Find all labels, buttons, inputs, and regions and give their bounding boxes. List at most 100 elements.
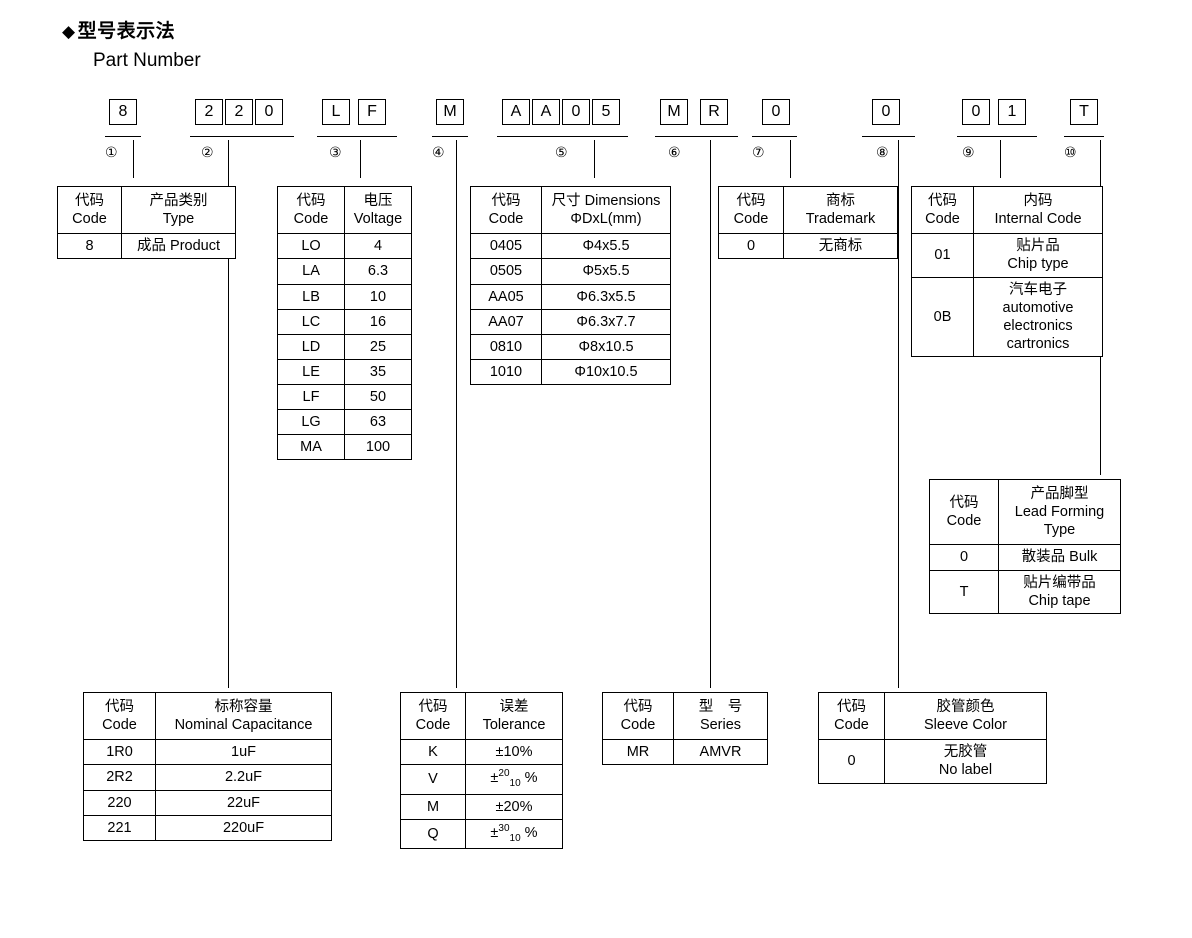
header-code-cell: 代码 Code: [83, 691, 156, 741]
tolerance-upper: 30: [498, 822, 510, 834]
cell-value: 汽车电子 automotive electronics cartronics: [973, 276, 1103, 357]
table-header-row: 代码 Code 内码 Internal Code: [911, 185, 1103, 235]
header-name-cn: 产品脚型: [1030, 486, 1089, 502]
group-index-3: ③: [329, 144, 342, 160]
code-box: L: [322, 99, 350, 125]
cell-code: LG: [277, 409, 345, 436]
code-box: 8: [109, 99, 137, 125]
cell-code: V: [400, 764, 466, 795]
page-title-cn: 型号表示法: [77, 21, 176, 42]
table-row: 0 无商标: [718, 233, 898, 260]
table-internal-code: 代码 Code 内码 Internal Code 01 贴片品 Chip typ…: [911, 185, 1103, 357]
code-box: 2: [225, 99, 253, 125]
tolerance-upper: 20: [498, 768, 510, 780]
header-code-en: Code: [733, 211, 769, 228]
leader-line-2: [228, 140, 229, 688]
header-name-cn: 内码: [1023, 193, 1053, 209]
group-underline: [862, 136, 915, 137]
leader-line-7: [790, 140, 791, 178]
header-code-cell: 代码 Code: [911, 185, 974, 235]
cell-value: Φ4x5.5: [541, 233, 671, 260]
group-index-4: ④: [432, 144, 445, 160]
code-box: 2: [195, 99, 223, 125]
header-code-cn: 代码: [837, 699, 866, 715]
cell-line-2: Chip tape: [1028, 592, 1091, 609]
cell-code: 0: [818, 739, 885, 784]
group-underline: [105, 136, 141, 137]
code-box: M: [436, 99, 464, 125]
cell-code: 0505: [470, 258, 542, 285]
cell-code: LE: [277, 358, 345, 386]
header-code-en: Code: [293, 211, 329, 228]
group-index-7: ⑦: [752, 144, 765, 160]
header-name-cn: 误差: [499, 699, 529, 715]
header-name-en: Sleeve Color: [923, 717, 1007, 734]
header-name-cell: 商标 Trademark: [783, 185, 898, 235]
group-underline: [190, 136, 294, 137]
cell-value: Φ6.3x5.5: [541, 283, 671, 310]
header-code-en: Code: [102, 717, 137, 734]
cell-line-1: 贴片编带品: [1023, 574, 1096, 591]
header-name-en: Internal Code: [994, 211, 1082, 228]
code-box: F: [358, 99, 386, 125]
code-box: M: [660, 99, 688, 125]
header-name-en: Trademark: [805, 211, 876, 228]
code-box: A: [532, 99, 560, 125]
cell-value: 50: [344, 383, 412, 411]
header-name-cn: 电压: [363, 193, 393, 209]
cell-value: 1uF: [155, 739, 332, 766]
cell-line-2: automotive: [1002, 299, 1074, 316]
header-name-en: Voltage: [353, 211, 403, 228]
header-code-en: Code: [946, 513, 982, 530]
table-row: Q ±3010 %: [400, 818, 563, 849]
cell-code: T: [929, 569, 999, 614]
header-code-en: Code: [620, 717, 656, 734]
table-row: 01 贴片品 Chip type: [911, 233, 1103, 278]
header-name-en: Series: [699, 717, 742, 734]
cell-value: 35: [344, 358, 412, 386]
header-name-cell: 型 号 Series: [673, 691, 768, 741]
code-box: R: [700, 99, 728, 125]
header-code-en: Code: [415, 717, 451, 734]
code-box: 0: [962, 99, 990, 125]
header-name-cell: 胶管颜色 Sleeve Color: [884, 691, 1047, 741]
header-code-cell: 代码 Code: [818, 691, 885, 741]
cell-code: 01: [911, 233, 974, 278]
cell-value: 10: [344, 283, 412, 310]
group-underline: [752, 136, 797, 137]
table-header-row: 代码 Code 胶管颜色 Sleeve Color: [818, 691, 1047, 741]
code-box: 0: [255, 99, 283, 125]
header-name-cn: 商标: [826, 193, 855, 209]
header-code-cn: 代码: [491, 193, 521, 209]
header-code-cn: 代码: [928, 193, 957, 209]
group-index-1: ①: [105, 144, 118, 160]
table-row: K ±10%: [400, 739, 563, 766]
header-name-cn: 尺寸 Dimensions: [551, 193, 661, 209]
header-name-en: Nominal Capacitance: [174, 717, 313, 734]
code-box: 0: [872, 99, 900, 125]
leader-line-9: [1000, 140, 1001, 178]
cell-value: 22uF: [155, 789, 332, 816]
cell-code: 2R2: [83, 764, 156, 791]
group-index-5: ⑤: [555, 144, 568, 160]
cell-line-3: electronics: [1003, 317, 1073, 334]
cell-value: Φ10x10.5: [541, 358, 671, 386]
group-index-10: ⑩: [1064, 144, 1077, 160]
code-box: A: [502, 99, 530, 125]
group-underline: [317, 136, 397, 137]
cell-value-ranged: ±3010 %: [465, 818, 563, 849]
cell-value: ±10%: [465, 739, 563, 766]
cell-value: 2.2uF: [155, 764, 332, 791]
header-name-cell: 误差 Tolerance: [465, 691, 563, 741]
cell-code: K: [400, 739, 466, 766]
